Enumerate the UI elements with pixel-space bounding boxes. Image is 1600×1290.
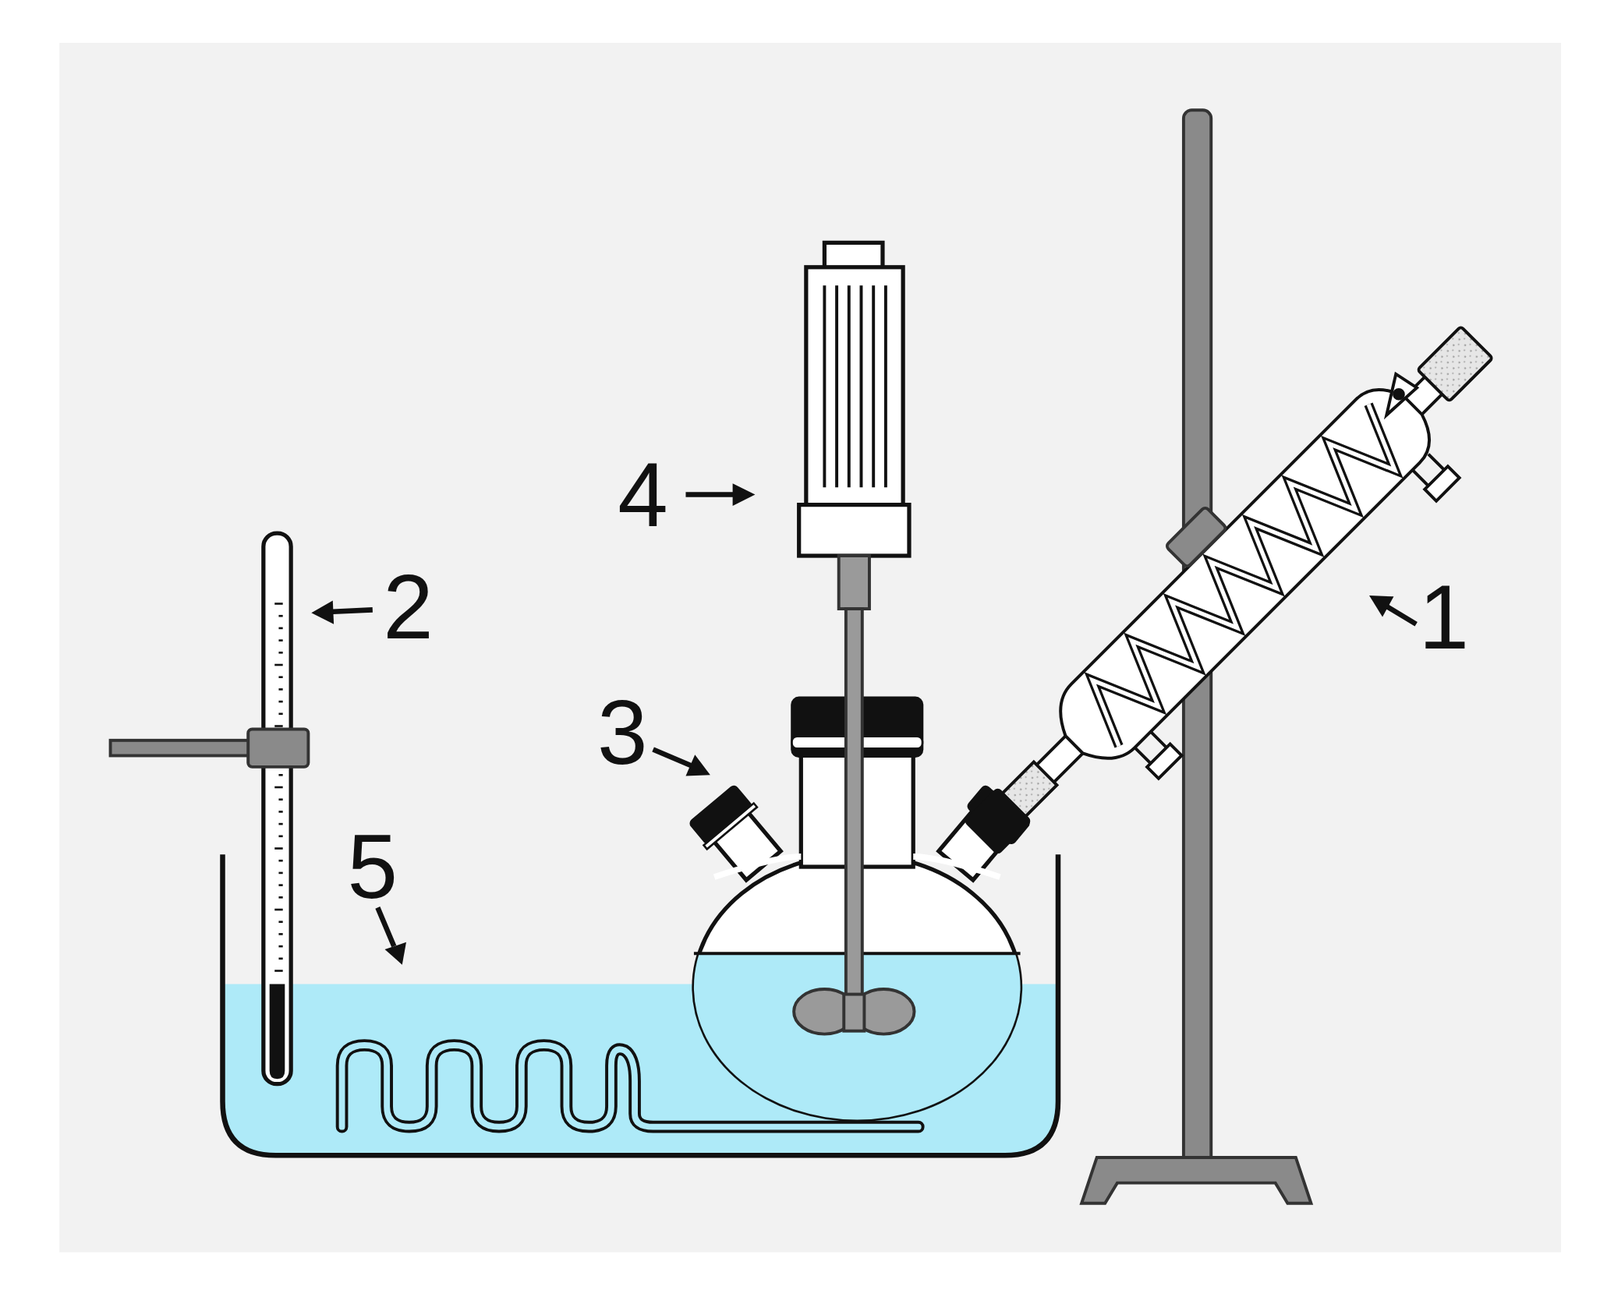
stand-clamp-part bbox=[1165, 506, 1228, 569]
callout-arrows-part bbox=[732, 483, 756, 507]
thermometer-part bbox=[247, 729, 308, 767]
callout-arrows-part bbox=[1385, 605, 1416, 625]
motor-vents-part bbox=[835, 285, 839, 488]
coil-condenser-part bbox=[1417, 326, 1493, 402]
coil-condenser bbox=[948, 310, 1537, 898]
callout-number: 2 bbox=[382, 562, 434, 653]
stirrer-part bbox=[846, 608, 863, 1013]
callout-arrows-part bbox=[329, 609, 373, 613]
thermometer-part bbox=[110, 740, 254, 757]
coil-condenser-part bbox=[1042, 374, 1445, 777]
thermometer-scale-part bbox=[274, 602, 283, 606]
thermometer-scale-part bbox=[278, 933, 283, 936]
stand-clamp bbox=[1165, 506, 1228, 569]
thermometer-scale-part bbox=[278, 835, 283, 838]
callout-arrows-part bbox=[685, 492, 737, 498]
thermometer-scale-part bbox=[274, 847, 283, 850]
stirrer-part bbox=[843, 994, 864, 1032]
thermometer-scale-part bbox=[278, 823, 283, 826]
stirrer-part bbox=[806, 267, 903, 507]
thermometer-scale-part bbox=[274, 909, 283, 912]
callout-arrows-part bbox=[653, 750, 694, 768]
thermometer-part bbox=[263, 533, 291, 1084]
thermometer-scale-part bbox=[278, 945, 283, 949]
stirrer bbox=[793, 242, 914, 1034]
thermometer-scale-part bbox=[278, 713, 283, 716]
callout-arrows-part bbox=[377, 907, 394, 947]
callout-number: 5 bbox=[346, 821, 398, 913]
thermometer-scale-part bbox=[274, 725, 283, 728]
thermometer-part bbox=[269, 984, 286, 1080]
condenser-coil-part bbox=[1072, 404, 1416, 747]
three-neck-flask-part-part bbox=[704, 803, 758, 850]
thermometer-scale-part bbox=[278, 651, 283, 655]
condenser-coil-part bbox=[1072, 404, 1416, 747]
callout-arrows-part bbox=[385, 942, 407, 966]
callout-arrows-part bbox=[311, 601, 334, 625]
thermometer-scale-part bbox=[278, 872, 283, 875]
thermometer-scale-part bbox=[278, 627, 283, 631]
background bbox=[59, 42, 1562, 1254]
thermometer-scale-part bbox=[278, 615, 283, 618]
thermometer-scale-part bbox=[278, 896, 283, 900]
stirrer-part bbox=[838, 555, 870, 609]
thermometer-scale-part bbox=[278, 688, 283, 691]
callout-arrows bbox=[311, 483, 1416, 966]
thermometer-scale-part bbox=[274, 969, 283, 973]
thermometer-scale-part bbox=[278, 884, 283, 887]
stirrer-part bbox=[799, 505, 910, 556]
thermometer-scale-part bbox=[274, 786, 283, 790]
callout-number: 4 bbox=[617, 449, 669, 541]
coil-condenser-part bbox=[962, 786, 1033, 857]
motor-vents-part bbox=[871, 285, 875, 488]
callout-number: 1 bbox=[1419, 572, 1470, 663]
coil-condenser-part bbox=[1424, 466, 1459, 501]
thermometer-scale-part bbox=[278, 676, 283, 679]
thermometer-scale bbox=[274, 604, 283, 972]
thermometer-scale-part bbox=[278, 957, 283, 960]
motor-vents-part bbox=[847, 285, 851, 488]
thermometer-scale-part bbox=[274, 664, 283, 667]
thermometer-scale-part bbox=[278, 639, 283, 642]
thermometer-scale-part bbox=[278, 774, 283, 777]
thermometer-scale-part bbox=[278, 700, 283, 704]
retort-stand-part bbox=[1081, 1157, 1311, 1204]
thermometer bbox=[110, 533, 309, 1084]
thermometer-scale-part bbox=[278, 810, 283, 814]
motor-vents-part bbox=[884, 285, 888, 488]
motor-vents-part bbox=[860, 285, 864, 488]
coil-condenser-part bbox=[1370, 370, 1417, 417]
thermometer-scale-part bbox=[278, 798, 283, 801]
thermometer-scale-part bbox=[278, 920, 283, 924]
coil-condenser-part bbox=[1390, 385, 1408, 404]
coil-condenser-part bbox=[1146, 743, 1182, 779]
background-part bbox=[59, 42, 1562, 1254]
callout-number: 3 bbox=[597, 687, 648, 779]
motor-vents-part bbox=[822, 285, 826, 488]
motor-vents bbox=[824, 285, 885, 488]
condenser-coil bbox=[1072, 404, 1416, 747]
thermometer-scale-part bbox=[278, 860, 283, 863]
callout-arrows-part bbox=[685, 754, 710, 776]
callout-arrows-part bbox=[1369, 595, 1394, 617]
